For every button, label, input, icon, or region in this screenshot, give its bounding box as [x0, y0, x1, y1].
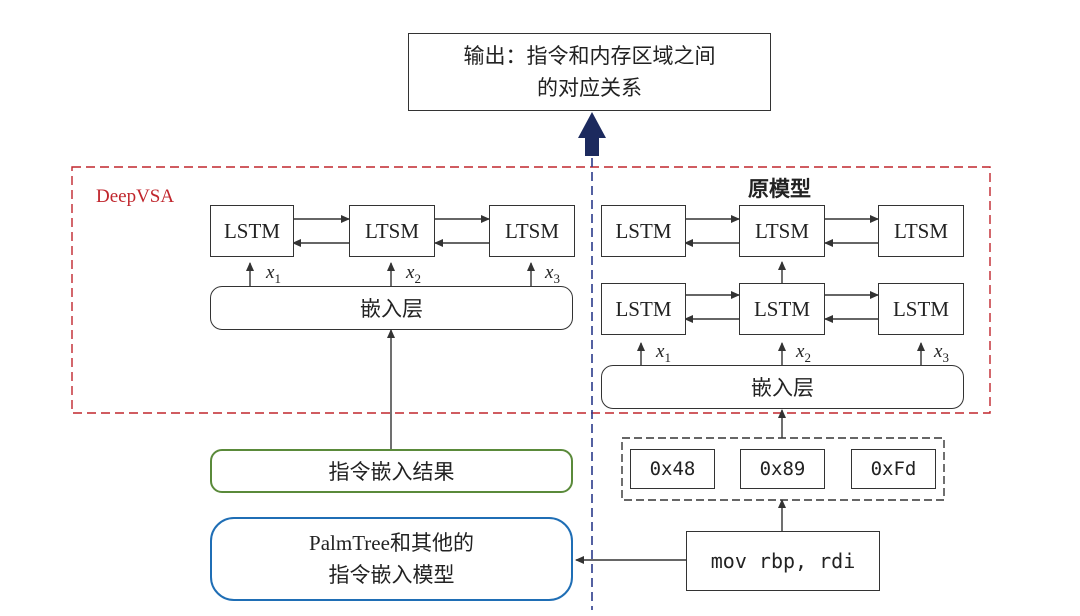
deepvsa-cell-3: LTSM: [489, 205, 575, 257]
instruction-box: mov rbp, rdi: [686, 531, 880, 591]
original-top-cell-1: LSTM: [601, 205, 686, 257]
output-arrow: [578, 112, 606, 156]
embedding-result-box: 指令嵌入结果: [210, 449, 573, 493]
original-top-cell-3: LTSM: [878, 205, 964, 257]
deepvsa-embedding-layer: 嵌入层: [210, 286, 573, 330]
deepvsa-input-1: x1: [266, 262, 281, 286]
deepvsa-cell-1: LSTM: [210, 205, 294, 257]
byte-box-2: 0x89: [740, 449, 825, 489]
original-bottom-cell-3: LSTM: [878, 283, 964, 335]
output-line-1: 输出：指令和内存区域之间: [463, 44, 716, 68]
deepvsa-cell-2: LTSM: [349, 205, 435, 257]
byte-box-1: 0x48: [630, 449, 715, 489]
original-input-3: x3: [934, 341, 949, 365]
palmtree-line-2: 指令嵌入模型: [328, 563, 455, 587]
original-model-title: 原模型: [748, 176, 811, 201]
original-bottom-cell-1: LSTM: [601, 283, 686, 335]
deepvsa-input-3: x3: [545, 262, 560, 286]
palmtree-line-1: PalmTree和其他的: [309, 531, 474, 555]
original-embedding-layer: 嵌入层: [601, 365, 964, 409]
original-bottom-cell-2: LSTM: [739, 283, 825, 335]
byte-box-3: 0xFd: [851, 449, 936, 489]
palmtree-box: PalmTree和其他的 指令嵌入模型: [210, 517, 573, 601]
deepvsa-frame: [71, 166, 991, 414]
original-top-cell-2: LTSM: [739, 205, 825, 257]
deepvsa-input-2: x2: [406, 262, 421, 286]
output-box: 输出：指令和内存区域之间 的对应关系: [408, 33, 771, 111]
output-line-2: 的对应关系: [537, 76, 642, 100]
original-input-1: x1: [656, 341, 671, 365]
deepvsa-title: DeepVSA: [96, 186, 175, 207]
original-input-2: x2: [796, 341, 811, 365]
bytes-group-frame: [621, 437, 945, 501]
